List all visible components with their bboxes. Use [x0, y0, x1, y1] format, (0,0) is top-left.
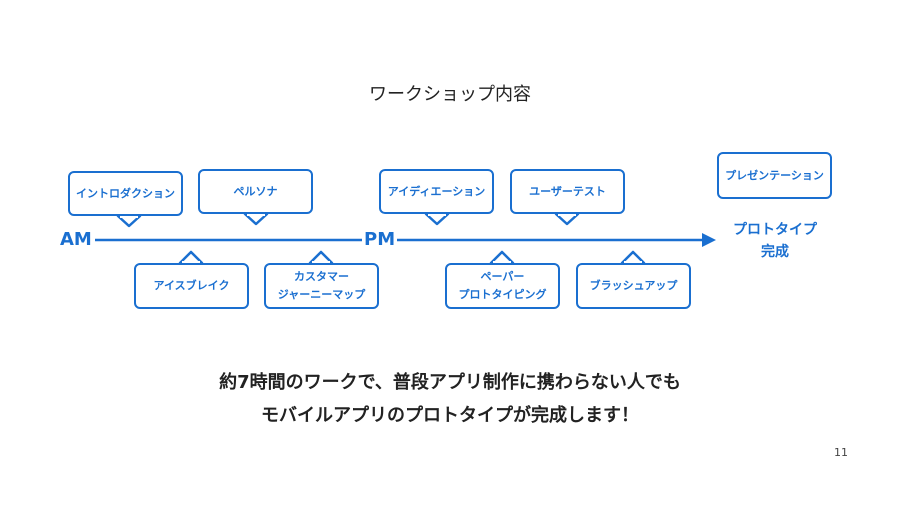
bubble-ideation: アイディエーション	[379, 169, 494, 214]
bubble-introduction-text: イントロダクション	[76, 186, 175, 200]
bubble-ideation-text: アイディエーション	[387, 184, 486, 198]
page-number: 11	[834, 446, 848, 459]
bubble-persona: ペルソナ	[198, 169, 313, 214]
bubble-persona-text: ペルソナ	[233, 184, 278, 198]
goal-line1: プロトタイプ	[733, 222, 817, 238]
bubble-brushup-text: ブラッシュアップ	[589, 279, 678, 293]
bubble-icebreak-text: アイスブレイク	[153, 279, 230, 293]
bubble-journey-map-line1: カスタマー	[294, 270, 349, 284]
bubble-journey-map-line2: ジャーニーマップ	[277, 288, 366, 301]
slide-title: ワークショップ内容	[369, 84, 531, 105]
am-label: AM	[58, 229, 94, 250]
bubble-presentation-text: プレゼンテーション	[725, 168, 824, 182]
summary-line1: 約7時間のワークで、普段アプリ制作に携わらない人でも	[219, 372, 681, 393]
bubble-presentation: プレゼンテーション	[717, 152, 832, 199]
goal-label: プロトタイプ 完成	[720, 219, 830, 264]
bubble-paper-line1: ペーパー	[480, 270, 525, 284]
timeline-arrowhead	[702, 233, 716, 247]
bubble-paper-line2: プロトタイピング	[458, 288, 547, 301]
pm-label: PM	[362, 229, 398, 250]
summary-line2: モバイルアプリのプロトタイプが完成します！	[261, 405, 639, 426]
bubble-journey-map: カスタマー ジャーニーマップ	[264, 263, 379, 309]
bubble-usertest-text: ユーザーテスト	[529, 184, 606, 198]
bubble-usertest: ユーザーテスト	[510, 169, 625, 214]
bubble-icebreak: アイスブレイク	[134, 263, 249, 309]
bubble-paper-prototyping: ペーパー プロトタイピング	[445, 263, 560, 309]
bubble-introduction: イントロダクション	[68, 171, 183, 216]
bubble-brushup: ブラッシュアップ	[576, 263, 691, 309]
goal-line2: 完成	[761, 244, 789, 261]
